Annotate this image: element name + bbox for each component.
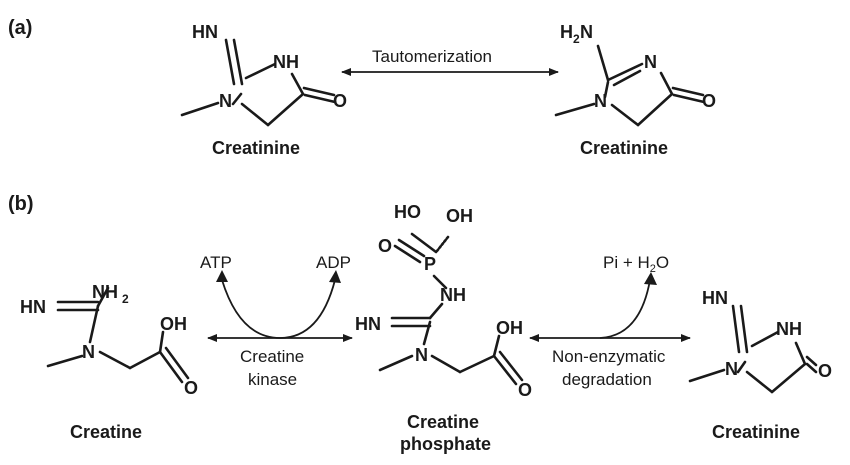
atp-adp-curved-arrow — [221, 279, 336, 339]
creatinine-product-structure: HN NH N O — [688, 288, 832, 394]
atom-nh: NH — [440, 285, 466, 305]
name-creatinine-a1: Creatinine — [212, 138, 300, 158]
atom-o: O — [333, 91, 347, 111]
label-adp: ADP — [316, 253, 351, 272]
atom-o: O — [184, 378, 198, 398]
atom-oh: OH — [160, 314, 187, 334]
atom-o: O — [702, 91, 716, 111]
label-creatine-kinase-line2: kinase — [248, 370, 297, 389]
atom-hn: HN — [355, 314, 381, 334]
atom-o-phosphoryl: O — [378, 236, 392, 256]
label-tautomerization: Tautomerization — [372, 47, 492, 66]
atom-hn: HN — [20, 297, 46, 317]
label-creatine-kinase-line1: Creatine — [240, 347, 304, 366]
atom-n: N — [219, 91, 232, 111]
atom-h2n-h: H — [560, 22, 573, 42]
adp-arrowhead — [329, 270, 341, 283]
label-non-enzymatic-line2: degradation — [562, 370, 652, 389]
pi-water-arrowhead — [644, 272, 657, 285]
atom-hn: HN — [192, 22, 218, 42]
atom-oh: OH — [496, 318, 523, 338]
creatinine-imino-structure: HN NH N O — [180, 22, 347, 127]
atom-h2n-subscript: 2 — [573, 32, 580, 46]
atom-ho: HO — [394, 202, 421, 222]
atom-nh: NH — [273, 52, 299, 72]
atom-o: O — [818, 361, 832, 381]
atom-oh-top: OH — [446, 206, 473, 226]
panel-label-b: (b) — [8, 193, 34, 215]
label-pi-h2o: Pi + H2O — [603, 253, 669, 275]
atom-h2n-n: N — [580, 22, 593, 42]
atp-arrowhead — [216, 270, 228, 282]
atom-n: N — [82, 342, 95, 362]
atom-n-methyl: N — [594, 91, 607, 111]
name-creatine-phosphate-line1: Creatine — [407, 412, 479, 432]
atom-n: N — [415, 345, 428, 365]
creatinine-amino-structure: H 2 N N N O — [554, 22, 716, 127]
creatine-phosphate-structure: HO OH O P NH HN N OH O — [355, 202, 532, 400]
atom-nh2-subscript: 2 — [122, 292, 129, 306]
atom-n-ring: N — [644, 52, 657, 72]
atom-nh: NH — [776, 319, 802, 339]
label-non-enzymatic-line1: Non-enzymatic — [552, 347, 666, 366]
creatine-structure: HN NH 2 N OH O — [20, 282, 198, 398]
name-creatine: Creatine — [70, 422, 142, 442]
pi-water-curved-arrow — [599, 279, 651, 339]
name-creatine-phosphate-line2: phosphate — [400, 434, 491, 454]
label-atp: ATP — [200, 253, 232, 272]
atom-nh2-nh: NH — [92, 282, 118, 302]
atom-hn: HN — [702, 288, 728, 308]
atom-o: O — [518, 380, 532, 400]
name-creatinine-b: Creatinine — [712, 422, 800, 442]
atom-p: P — [424, 254, 436, 274]
atom-n: N — [725, 359, 738, 379]
panel-label-a: (a) — [8, 17, 32, 39]
name-creatinine-a2: Creatinine — [580, 138, 668, 158]
